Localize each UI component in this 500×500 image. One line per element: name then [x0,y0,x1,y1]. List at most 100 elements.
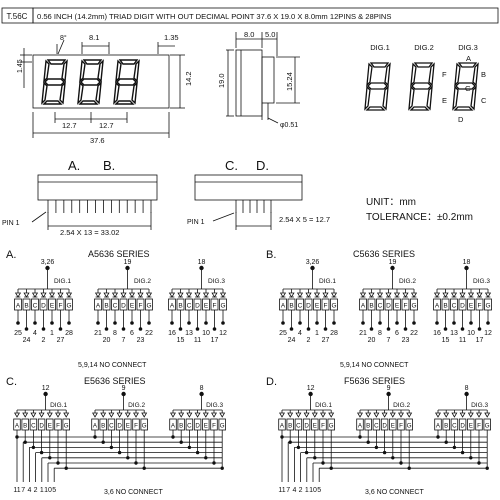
digit-1-digit-label: DIG.1 [315,402,332,409]
pin-number: 17 [211,337,219,344]
pin-node [58,327,63,331]
pin-number: 11 [194,337,201,344]
pin-number: 15 [177,337,185,344]
legend-seg-c: C [481,96,487,105]
pin-number: 1 [315,330,319,337]
schematic-f5636 [278,391,491,482]
segment-letter: E [315,303,320,310]
pin-number: 4 [298,330,302,337]
pin-number: 10 [309,487,317,494]
dim-right-offset: 1.35 [164,33,179,42]
digit-1-digit-label: DIG.1 [50,402,67,409]
dim-pin-length: 15.24 [285,72,294,91]
segment-letter: F [59,303,63,310]
dim-angle: 8° [60,34,67,42]
digit-2-digit-label: DIG.2 [134,278,151,285]
pin-number: 6 [130,330,134,337]
diode-symbol [194,412,201,418]
digit-3-common-node [199,391,204,397]
diode-symbol [141,412,148,418]
segment-letter: B [23,423,27,430]
diode-symbol [305,292,312,298]
pin-number: 6 [395,330,399,337]
segment-letter: A [435,303,440,310]
legend-seg-e: E [442,96,447,105]
series-a-title: A5636 SERIES [88,249,150,259]
pin-number: 16 [433,330,441,337]
digit-3-digit-label: DIG.3 [206,402,223,409]
digit-2-digit-label: DIG.2 [399,278,416,285]
schematic-a5636 [14,265,227,331]
pin-node [212,327,217,331]
legend-seg-f: F [442,70,447,79]
diode-symbol [57,292,64,298]
pin-node [221,321,225,325]
diode-symbol [108,412,115,418]
diode-symbol [55,412,61,418]
segment-letter: D [195,423,200,430]
pin-node [147,321,151,325]
pin-number: 7 [286,487,290,494]
pin-number: 15 [442,337,450,344]
diode-symbol [365,412,372,418]
pin-number: 7 [21,487,25,494]
diode-symbol [287,412,294,418]
diode-symbol [410,292,418,298]
segment-letter: B [289,303,293,310]
segment-letter: B [104,303,108,310]
diode-symbol [385,292,392,298]
pin-number: 1 [50,330,54,337]
diode-symbol [476,292,483,298]
diode-symbol [202,412,209,418]
segment-letter: F [477,423,481,430]
diode-symbol [38,412,45,418]
pin-node [178,327,183,331]
segment-letter: G [329,423,334,430]
pin-number: 21 [359,330,367,337]
segment-letter: A [15,423,20,430]
diode-symbol [116,412,123,418]
pin-node [96,321,100,325]
diode-symbol [359,292,367,298]
digit-1-common-pin: 12 [307,385,315,392]
segment-letter: C [452,423,457,430]
pin-number: 12 [219,330,227,337]
diode-symbol [22,412,29,418]
pin-number: 7 [387,337,391,344]
pin-number: 23 [402,337,410,344]
digit-3-digit-label: DIG.3 [208,278,225,285]
pin-number: 7 [122,337,126,344]
diode-symbol [381,412,388,418]
digit-1-common-pin: 3,26 [306,259,320,266]
diode-symbol [450,292,458,298]
series-d-title: F5636 SERIES [344,376,405,386]
series-d-letter: D. [266,376,277,388]
legend-dig3: DIG.3 [458,43,478,52]
segment-letter: E [204,423,208,430]
segment-letter: G [485,423,490,430]
diode-symbol [111,292,119,298]
segment-letter: C [33,303,38,310]
diode-symbol [303,412,310,418]
pin-node [33,321,37,325]
legend-seg-g: G [465,84,471,93]
segment-letter: E [204,303,209,310]
pin-node [113,321,117,325]
digit-1-common-node [308,391,313,397]
pin-node [452,321,456,325]
pin-node [195,327,200,331]
digit-3-common-pin: 8 [200,385,204,392]
diode-symbol [92,412,98,418]
segment-letter: D [117,423,122,430]
pin-number: 22 [410,330,418,337]
pin-number: 13 [450,330,458,337]
schematic-e5636 [13,391,226,482]
diode-symbol [467,292,475,298]
diode-symbol [322,292,329,298]
diode-symbol [168,292,176,298]
series-d-note: 3,6 NO CONNECT [365,489,424,496]
pin-number: 24 [288,337,296,344]
segment-letter: A [358,423,363,430]
pin-number: 27 [57,337,65,344]
segment-letter: B [179,423,183,430]
